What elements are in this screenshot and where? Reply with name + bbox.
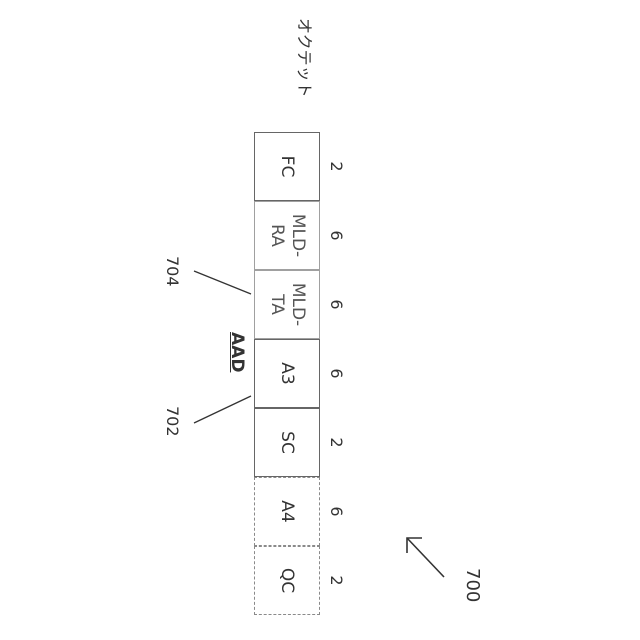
figure-arrow-shaft [407, 538, 444, 577]
leader-line-704 [194, 271, 251, 294]
leader-line-702 [194, 396, 251, 423]
